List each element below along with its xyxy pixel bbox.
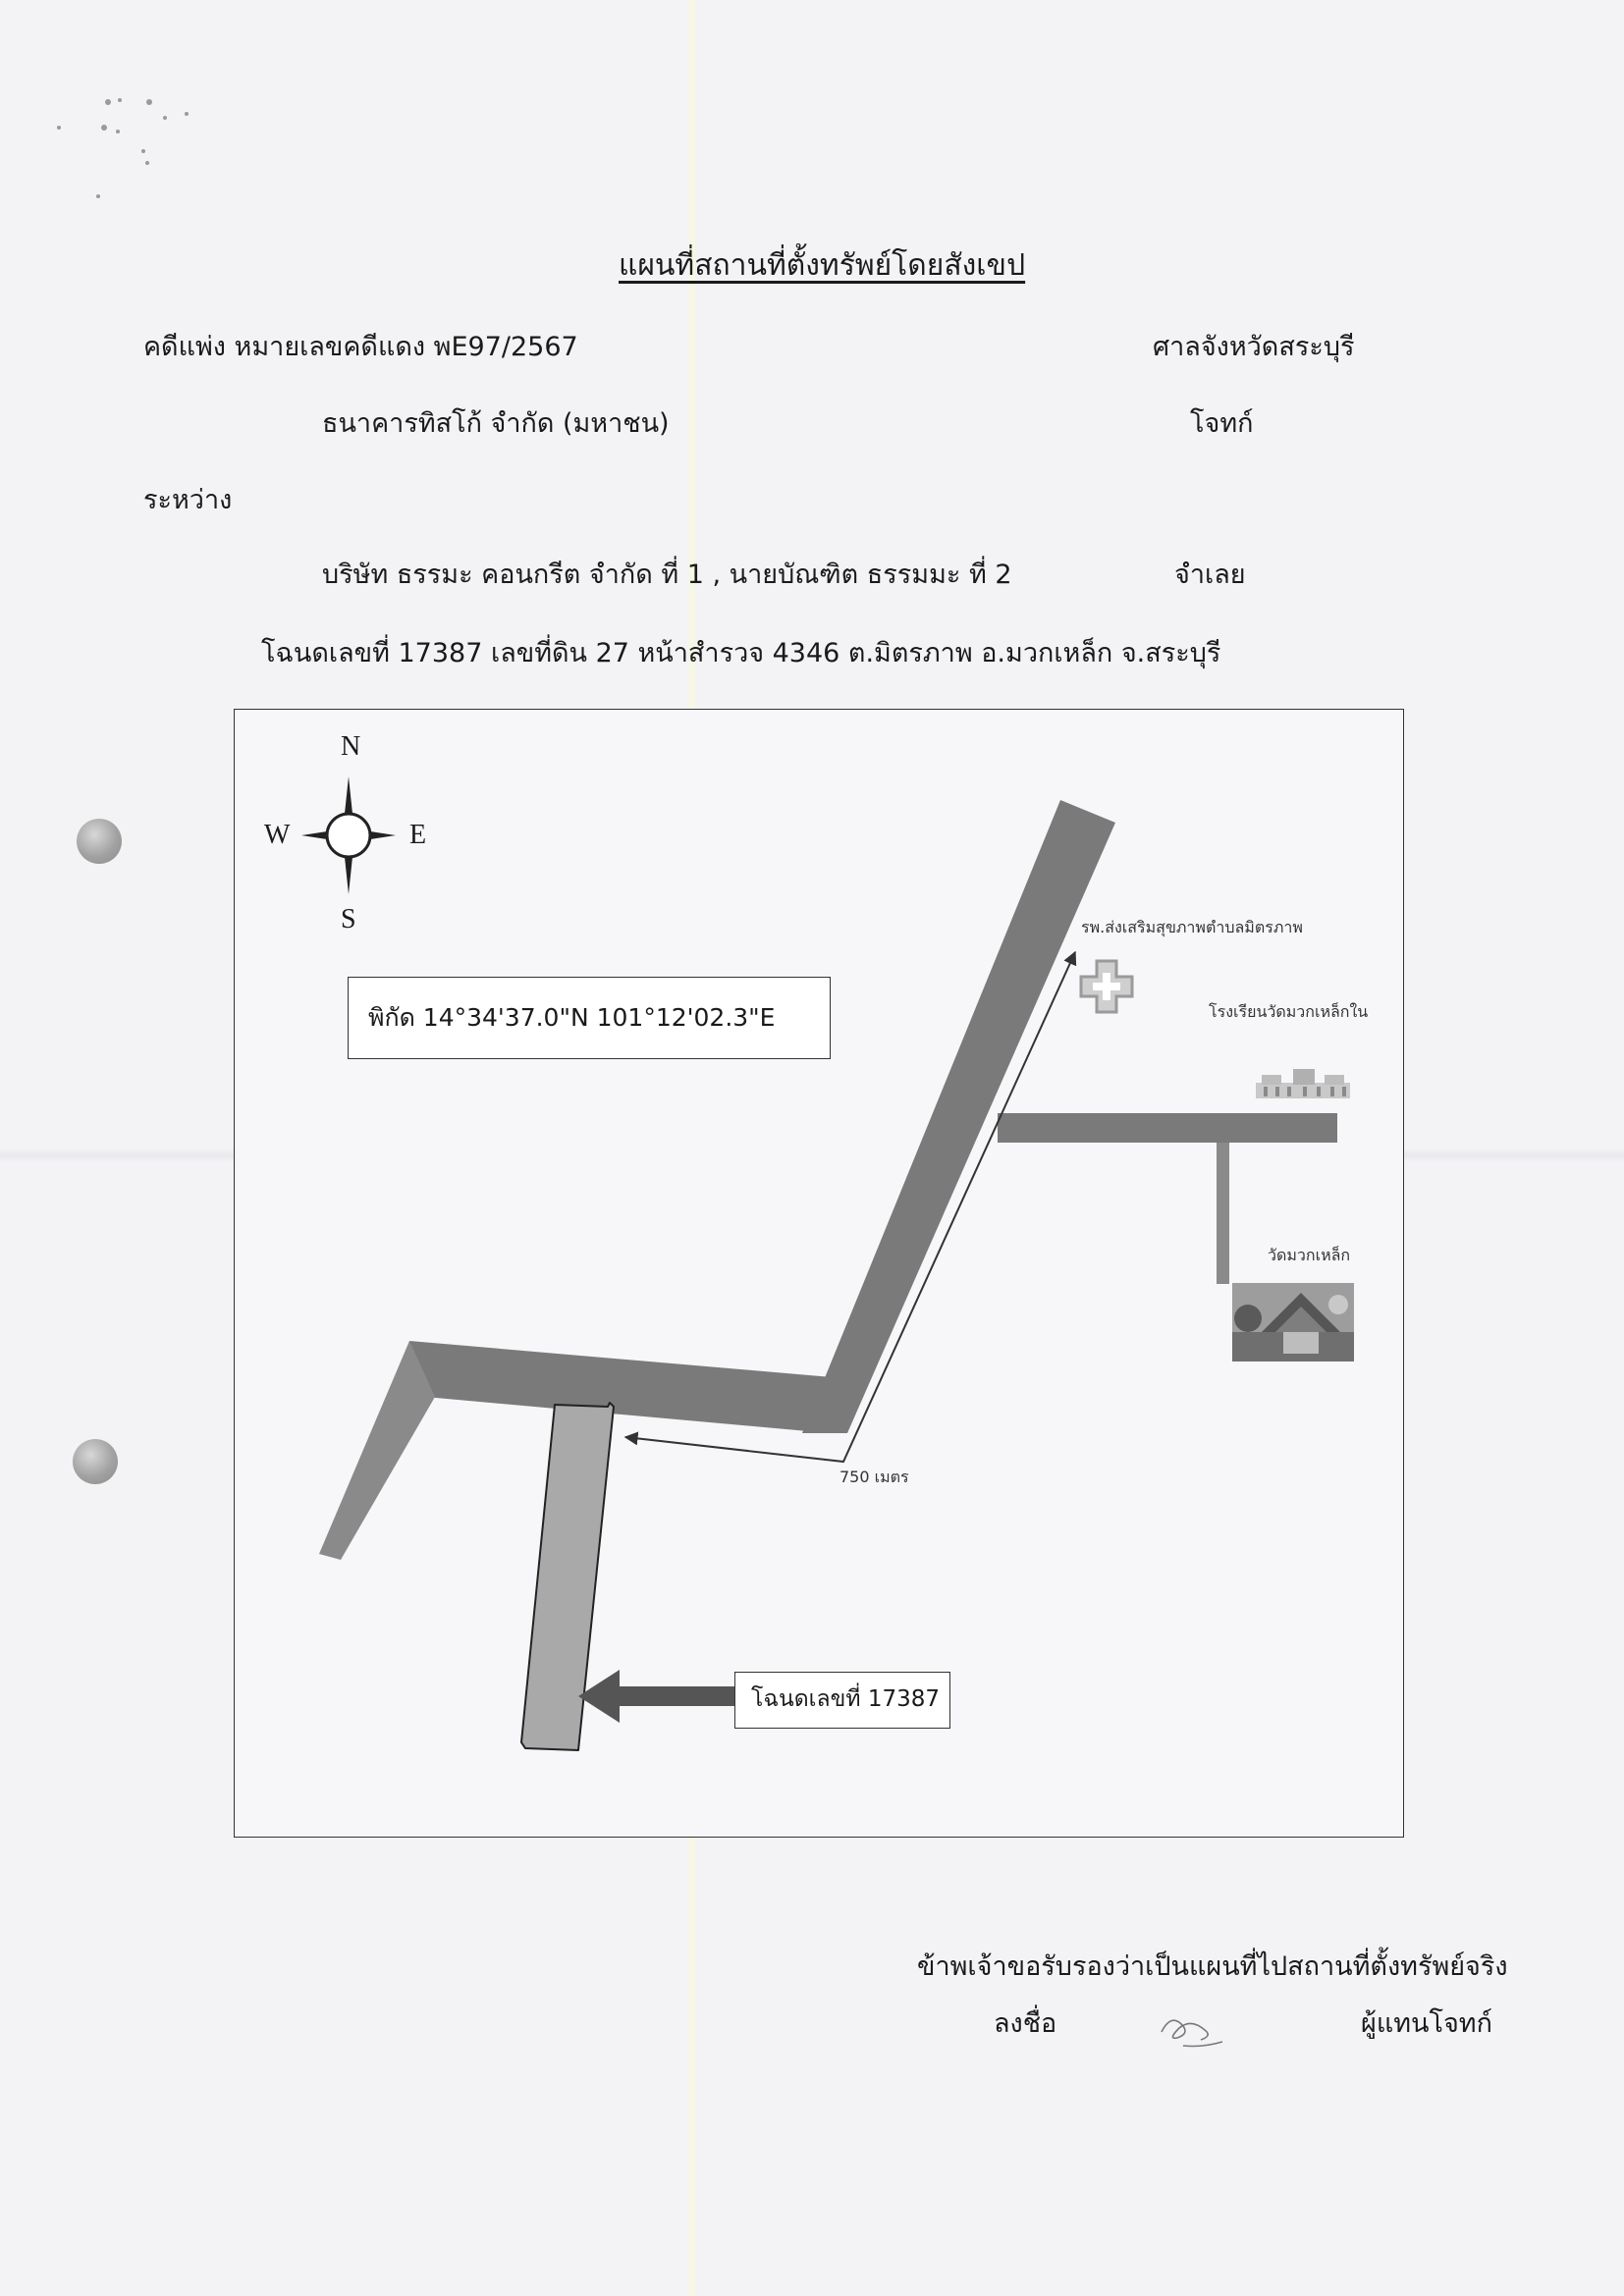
court-name: ศาลจังหวัดสระบุรี [1153,332,1355,362]
compass-rose [301,776,396,894]
document-title: แผนที่สถานที่ตั้งทรัพย์โดยสังเขป [619,248,1026,283]
hospital-label: รพ.ส่งเสริมสุขภาพตำบลมิตรภาพ [1081,918,1303,936]
between-label: ระหว่าง [143,485,233,515]
defendant-names: บริษัท ธรรมะ คอนกรีต จำกัด ที่ 1 , นายบั… [322,560,1012,590]
land-plot [520,1402,615,1751]
map-frame: N S W E รพ.ส่งเสริมสุขภาพตำบลมิตรภาพ โรง… [234,709,1404,1838]
signer-role: ผู้แทนโจทก์ [1361,2008,1492,2039]
distance-path [623,950,1077,1464]
road-temple [1217,1143,1229,1284]
road-east [998,1113,1337,1143]
coordinates-text: พิกัด 14°34'37.0"N 101°12'02.3"E [368,1003,776,1032]
plaintiff-role: โจทก์ [1190,408,1254,439]
case-number: คดีแพ่ง หมายเลขคดีแดง พE97/2567 [143,332,578,362]
deed-details: โฉนดเลขที่ 17387 เลขที่ดิน 27 หน้าสำรวจ … [261,638,1221,668]
deed-label-box: โฉนดเลขที่ 17387 [734,1672,950,1729]
punch-hole-bottom [73,1439,118,1484]
coordinates-box: พิกัด 14°34'37.0"N 101°12'02.3"E [348,977,831,1059]
temple-label: วัดมวกเหล็ก [1268,1246,1351,1264]
defendant-role: จำเลย [1174,560,1246,590]
compass-n-label: N [341,731,361,762]
map-drawing [301,776,1354,1751]
plot-arrow-head [578,1670,620,1723]
temple-photo-icon [1232,1283,1354,1362]
plaintiff-name: ธนาคารทิสโก้ จำกัด (มหาชน) [322,408,670,439]
punch-hole-top [77,819,122,864]
certification-text: ข้าพเจ้าขอรับรองว่าเป็นแผนที่ไปสถานที่ตั… [917,1951,1508,1982]
road-left-branch [319,1341,435,1560]
compass-e-label: E [409,820,427,850]
school-label: โรงเรียนวัดมวกเหล็กใน [1209,1002,1369,1021]
signature-label: ลงชื่อ [994,2008,1057,2039]
school-building-icon [1256,1069,1350,1098]
distance-label: 750 เมตร [839,1468,909,1486]
hospital-cross-icon [1079,959,1134,1014]
compass-w-label: W [264,820,291,850]
signature-mark [1161,2019,1223,2048]
scan-specks [57,98,189,198]
compass-s-label: S [341,904,356,934]
road-horizontal [409,1341,843,1433]
deed-label-text: โฉนดเลขที่ 17387 [751,1686,940,1712]
